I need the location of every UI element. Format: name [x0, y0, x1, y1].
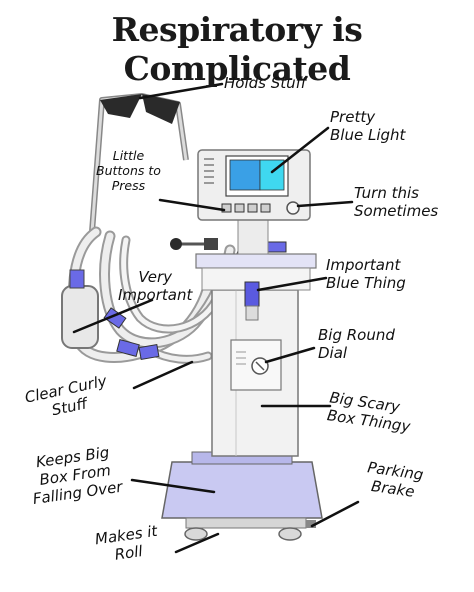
- label-very-important: Very Important: [118, 268, 193, 304]
- page-title: Respiratory is Complicated: [111, 10, 363, 88]
- side-knob: [170, 238, 218, 250]
- label-pretty-blue-light: Pretty Blue Light: [330, 108, 406, 144]
- wheeled-base: [161, 451, 323, 541]
- label-parking-brake: Parking Brake: [366, 458, 425, 501]
- button-3: [247, 203, 258, 213]
- parking-brake-pedal: [306, 520, 316, 528]
- wheel-left: [184, 527, 208, 541]
- label-holds-stuff: Holds Stuff: [224, 74, 307, 92]
- important-blue-thing: [244, 281, 260, 307]
- button-4: [260, 203, 271, 213]
- label-important-blue-thing: Important Blue Thing: [326, 256, 406, 292]
- button-2: [234, 203, 245, 213]
- shelf: [195, 253, 317, 291]
- holder-clamp-left: [100, 94, 142, 118]
- dial-panel: [230, 339, 282, 391]
- blue-thing-stem: [245, 305, 259, 321]
- label-big-round-dial: Big Round Dial: [318, 326, 395, 362]
- label-little-buttons: Little Buttons to Press: [96, 148, 161, 193]
- screen-blue-panel: [229, 159, 261, 191]
- label-turn-this: Turn this Sometimes: [354, 184, 439, 220]
- filter-connector: [69, 269, 85, 289]
- leader-lines: [72, 82, 360, 554]
- monitor-unit: [197, 149, 311, 221]
- filter-canister: [61, 285, 99, 349]
- button-1: [221, 203, 232, 213]
- holder-clamp-right: [142, 94, 180, 124]
- turn-knob: [286, 201, 300, 215]
- wheel-right: [278, 527, 302, 541]
